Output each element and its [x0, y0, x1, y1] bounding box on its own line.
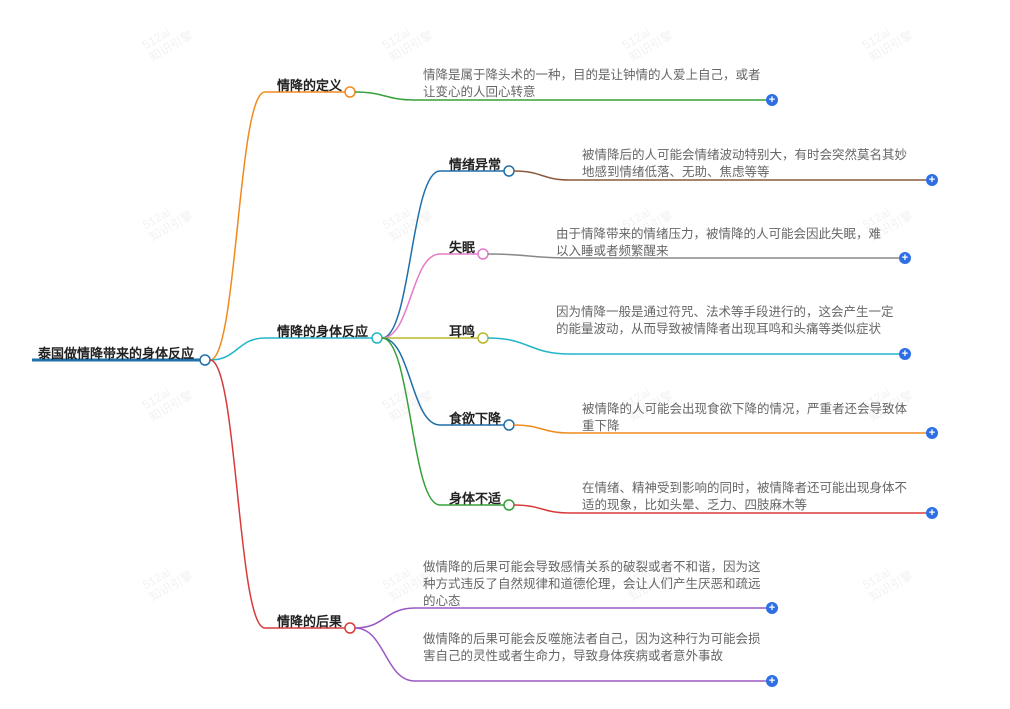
leaf-text: 由于情降带来的情绪压力，被情降的人可能会因此失眠，难以入睡或者频繁醒来 [556, 227, 882, 258]
child-toggle-sleep[interactable] [477, 248, 489, 260]
expand-button[interactable]: + [899, 348, 911, 360]
expand-button[interactable]: + [926, 427, 938, 439]
leaf-text: 做情降的后果可能会导致感情关系的破裂或者不和谐，因为这种方式违反了自然规律和道德… [423, 560, 761, 608]
child-connector [381, 337, 441, 506]
leaf-connector [513, 424, 571, 434]
leaf-text: 做情降的后果可能会反噬施法者自己，因为这种行为可能会损害自己的灵性或者生命力，导… [423, 632, 761, 663]
leaf-connector [513, 170, 571, 181]
leaf-text: 被情降的人可能会出现食欲下降的情况，严重者还会导致体重下降 [582, 402, 908, 433]
leaf-connector [354, 91, 416, 101]
expand-button[interactable]: + [926, 174, 938, 186]
leaf-connector [354, 627, 416, 682]
child-node-ear[interactable]: 耳鸣 [449, 324, 476, 339]
branch-connector [209, 337, 266, 361]
child-node-appetite[interactable]: 食欲下降 [449, 411, 502, 426]
expand-button[interactable]: + [926, 507, 938, 519]
branch-toggle-def[interactable] [344, 86, 356, 98]
child-node-discomfort[interactable]: 身体不适 [449, 491, 502, 506]
expand-button[interactable]: + [766, 602, 778, 614]
leaf-connector [487, 337, 571, 355]
expand-button[interactable]: + [899, 252, 911, 264]
leaf-connector [513, 504, 571, 514]
child-toggle-discomfort[interactable] [503, 499, 515, 511]
branch-connector [209, 359, 266, 629]
root-node[interactable]: 泰国做情降带来的身体反应 [38, 346, 195, 361]
branch-node-def[interactable]: 情降的定义 [277, 78, 343, 93]
leaf-text: 被情降后的人可能会情绪波动特别大，有时会突然莫名其妙地感到情绪低落、无助、焦虑等… [582, 148, 908, 179]
leaf-connector [487, 253, 571, 259]
child-node-sleep[interactable]: 失眠 [449, 240, 476, 255]
leaf-text: 情降是属于降头术的一种，目的是让钟情的人爱上自己，或者让变心的人回心转意 [423, 68, 761, 99]
leaf-text: 因为情降一般是通过符咒、法术等手段进行的，这会产生一定的能量波动，从而导致被情降… [556, 305, 894, 336]
leaf-text: 在情绪、精神受到影响的同时，被情降者还可能出现身体不适的现象，比如头晕、乏力、四… [582, 481, 908, 512]
branch-node-body[interactable]: 情降的身体反应 [277, 324, 369, 339]
child-connector [381, 253, 441, 339]
expand-button[interactable]: + [766, 675, 778, 687]
child-toggle-ear[interactable] [477, 332, 489, 344]
child-toggle-mood[interactable] [503, 165, 515, 177]
child-node-mood[interactable]: 情绪异常 [449, 157, 502, 172]
branch-toggle-result[interactable] [344, 622, 356, 634]
branch-node-result[interactable]: 情降的后果 [277, 614, 343, 629]
branch-toggle-body[interactable] [371, 332, 383, 344]
branch-connector [209, 91, 266, 361]
child-toggle-appetite[interactable] [503, 419, 515, 431]
expand-button[interactable]: + [766, 94, 778, 106]
child-connector [381, 337, 441, 426]
child-connector [381, 170, 441, 339]
root-toggle[interactable] [199, 354, 211, 366]
leaf-connector [354, 607, 416, 629]
